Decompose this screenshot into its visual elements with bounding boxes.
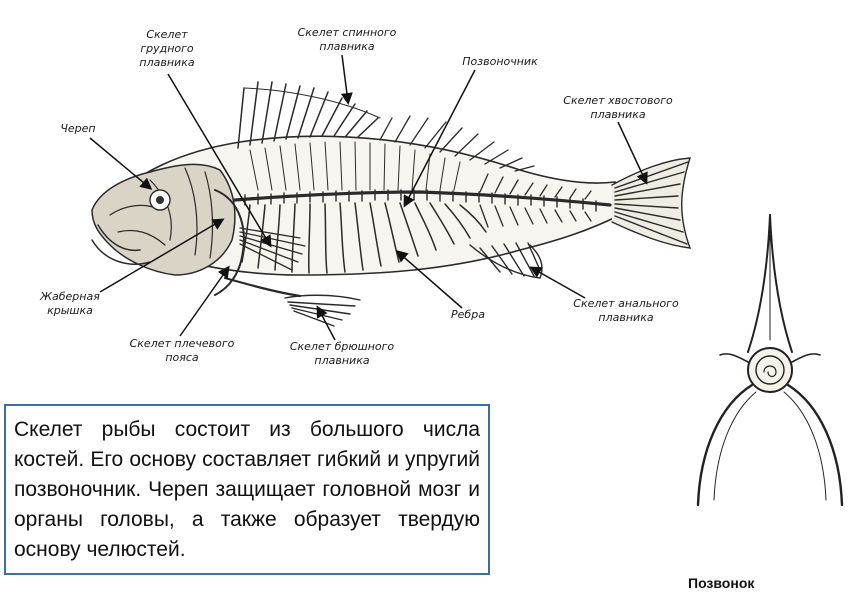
label-tail-fin-skeleton: Скелет хвостового плавника [563,94,673,121]
label-shoulder-girdle-skeleton: Скелет плечевого пояса [129,337,235,364]
label-gill-cover: Жаберная крышка [40,290,100,317]
label-ribs: Ребра [451,308,485,321]
label-skull: Череп [60,122,96,135]
label-pelvic-fin-skeleton: Скелет брюшного плавника [289,340,395,367]
label-pectoral-fin-skeleton: Скелет грудного плавника [139,28,195,69]
vertebra-drawing [696,214,844,507]
vertebra-caption: Позвонок [688,575,755,591]
label-spine: Позвоночник [462,55,538,68]
fish-skeleton [91,81,692,327]
description-text-box: Скелет рыбы состоит из большого числа ко… [4,404,490,575]
label-anal-fin-skeleton: Скелет анального плавника [573,297,679,324]
label-pointers [89,54,648,341]
label-dorsal-fin-skeleton: Скелет спинного плавника [297,26,397,53]
